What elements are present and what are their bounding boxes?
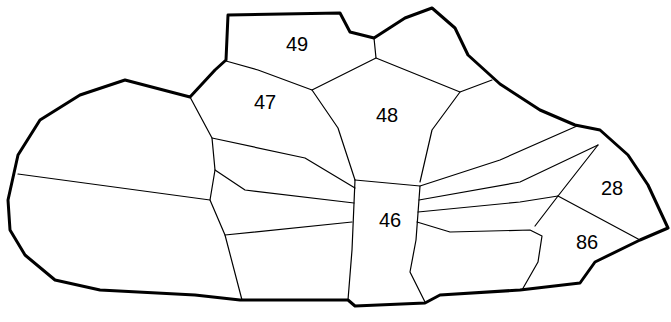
region-border [417, 222, 542, 290]
region-number: 48 [376, 105, 398, 125]
region-border [418, 196, 558, 212]
region-number: 28 [601, 178, 623, 198]
region-number: 49 [286, 34, 308, 54]
region-border [212, 138, 355, 188]
region-number: 47 [254, 92, 276, 112]
region-border [419, 145, 598, 200]
region-border [420, 126, 577, 186]
region-number: 86 [576, 232, 598, 252]
region-border [348, 180, 355, 300]
region-border [376, 58, 492, 92]
region-border [18, 174, 210, 200]
region-border [420, 92, 460, 182]
region-border [225, 222, 352, 235]
region-border [558, 145, 640, 240]
region-border [215, 170, 354, 203]
region-number: 46 [379, 210, 401, 230]
region-border [355, 180, 425, 302]
map-outline [8, 8, 668, 306]
region-border [535, 196, 558, 226]
